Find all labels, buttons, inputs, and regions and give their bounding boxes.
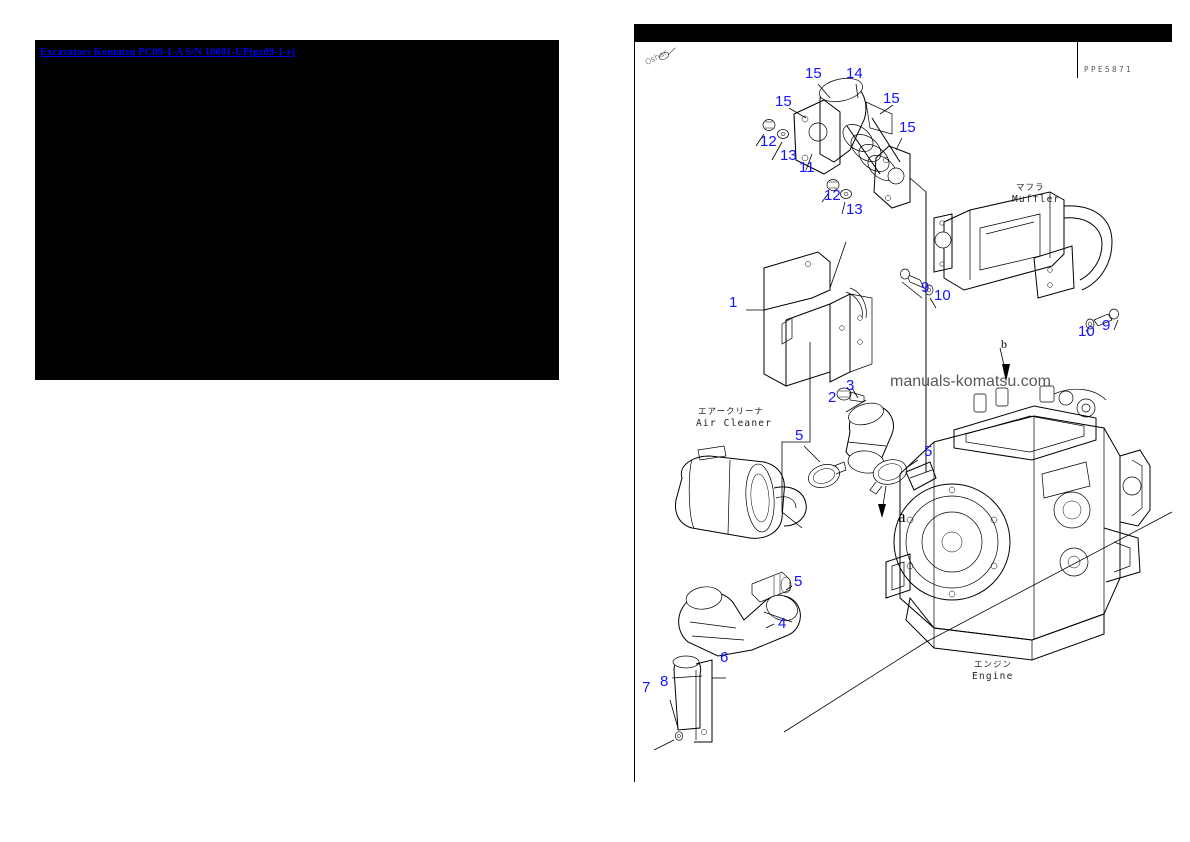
callout-number-7[interactable]: 7 <box>642 679 650 696</box>
air-cleaner-body <box>675 445 807 539</box>
intake-hose-3 <box>845 387 894 474</box>
callout-number-1[interactable]: 1 <box>729 294 737 311</box>
diagram-frame-left-edge <box>634 42 635 782</box>
section-marker-a: a <box>898 507 906 526</box>
bolt-washer-cluster-lower <box>821 179 852 215</box>
callout-number-9[interactable]: 9 <box>1102 317 1110 334</box>
callout-number-9[interactable]: 9 <box>921 279 929 296</box>
parts-diagram-illustration: Oshar PPE5871 <box>642 47 1172 751</box>
callout-number-12[interactable]: 12 <box>824 187 841 204</box>
callout-number-10[interactable]: 10 <box>1078 323 1095 340</box>
callout-number-15[interactable]: 15 <box>805 65 822 82</box>
callout-number-13[interactable]: 13 <box>846 201 863 218</box>
parts-book-link[interactable]: Excavators Komatsu PC09-1-A S/N 10001-UP… <box>40 47 296 58</box>
label-engine-jp: エンジン <box>974 660 1012 670</box>
callout-number-15[interactable]: 15 <box>883 90 900 107</box>
muffler-bolt-left <box>900 268 937 309</box>
parts-diagram-panel: Oshar PPE5871 <box>634 24 1172 784</box>
media-placeholder-panel: Excavators Komatsu PC09-1-A S/N 10001-UP… <box>35 40 559 380</box>
callout-number-10[interactable]: 10 <box>934 287 951 304</box>
label-engine-en: Engine <box>972 671 1014 682</box>
clamp-5-engine-side <box>869 459 919 518</box>
callout-number-11[interactable]: 11 <box>799 159 815 176</box>
label-air-cleaner: エアークリーナ Air Cleaner <box>696 407 772 429</box>
muffler-bolt-right <box>1085 308 1119 337</box>
callout-number-12[interactable]: 12 <box>760 133 777 150</box>
clamp-5-upper <box>803 445 847 488</box>
callout-number-3[interactable]: 3 <box>846 377 854 394</box>
corner-note: Oshar <box>644 48 670 67</box>
callout-number-14[interactable]: 14 <box>846 65 863 82</box>
label-air-cleaner-jp: エアークリーナ <box>698 407 764 417</box>
callout-number-15[interactable]: 15 <box>899 119 916 136</box>
section-marker-b: b <box>1001 337 1007 351</box>
site-watermark: manuals-komatsu.com <box>890 373 1051 390</box>
breather-pipe-6 <box>653 655 726 751</box>
callout-number-8[interactable]: 8 <box>660 673 668 690</box>
diagram-header-bar <box>634 24 1172 42</box>
callout-number-2[interactable]: 2 <box>828 389 836 406</box>
intake-hose-4 <box>678 586 801 657</box>
air-cleaner-bracket <box>746 241 873 529</box>
callout-number-15[interactable]: 15 <box>775 93 792 110</box>
diagram-frame-right-edge <box>1077 42 1078 78</box>
callout-number-5[interactable]: 5 <box>794 573 802 590</box>
callout-number-4[interactable]: 4 <box>778 615 786 632</box>
clamp-5-lower <box>751 571 793 603</box>
label-muffler-en: Muffler <box>1012 194 1060 205</box>
callout-number-6[interactable]: 6 <box>720 649 728 666</box>
label-muffler-jp: マフラ <box>1016 183 1045 193</box>
callout-number-5[interactable]: 5 <box>924 443 932 460</box>
label-muffler: マフラ Muffler <box>1012 183 1060 205</box>
label-air-cleaner-en: Air Cleaner <box>696 418 772 429</box>
diagram-body: Oshar PPE5871 <box>634 42 1172 784</box>
label-engine: エンジン Engine <box>972 660 1014 682</box>
callout-number-13[interactable]: 13 <box>780 147 797 164</box>
corner-note-text: Oshar <box>644 48 670 67</box>
exhaust-pipe-assembly <box>755 77 927 472</box>
engine-assembly <box>885 347 1151 661</box>
sheet-code: PPE5871 <box>1084 65 1133 74</box>
callout-number-5[interactable]: 5 <box>795 427 803 444</box>
bolt-washer-cluster-upper <box>755 119 789 161</box>
muffler-body <box>900 191 1119 337</box>
